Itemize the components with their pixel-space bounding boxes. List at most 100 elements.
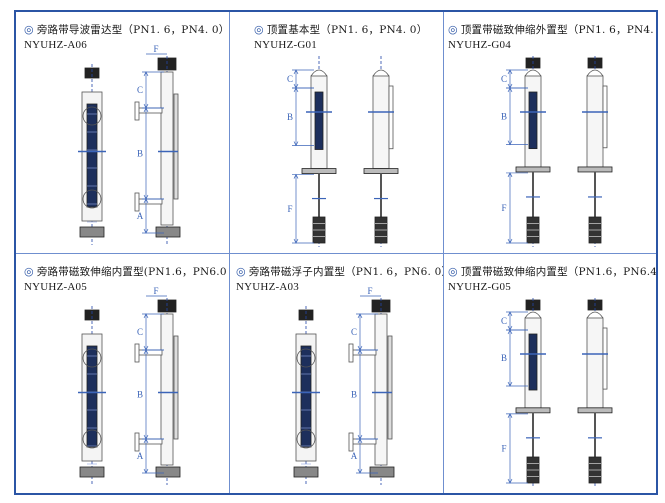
dimension-label-a: A [137, 211, 144, 221]
product-title: 顶置带磁致伸缩内置型（PN1.6，PN6.4） [460, 266, 656, 278]
upper-nozzle-flange [134, 101, 140, 121]
dome-cap [586, 69, 604, 77]
mounting-flange [515, 407, 551, 414]
dimension-arrow [143, 468, 149, 474]
drain-flange [155, 226, 181, 238]
dimension-arrow [507, 87, 513, 93]
dimension-label-c: C [137, 327, 143, 337]
drain-flange [79, 466, 105, 478]
product-model: NYUHZ-G01 [254, 39, 317, 51]
lower-nozzle [137, 198, 163, 205]
upper-flange [82, 348, 102, 368]
dome-cap [524, 69, 542, 77]
indicator-column [314, 91, 324, 150]
chamber [160, 313, 174, 466]
dome-cap [586, 311, 604, 319]
product-drawing: F C B A [78, 286, 181, 485]
product-model: NYUHZ-A03 [236, 281, 299, 293]
dimension-arrow [507, 413, 513, 418]
bullet-icon: ◎ [24, 23, 34, 36]
upper-flange [82, 106, 102, 126]
dimension-label-a: A [351, 451, 358, 461]
dimension-arrow [143, 228, 149, 234]
dimension-arrow [293, 238, 299, 244]
dimension-label-c: C [501, 74, 507, 84]
product-model: NYUHZ-G05 [448, 281, 511, 293]
dimension-label-f: F [153, 44, 158, 54]
transmitter-head [84, 309, 100, 321]
dimension-arrow [293, 69, 299, 75]
dimension-label-a: A [137, 451, 144, 461]
transmitter-head [298, 309, 314, 321]
dimension-arrow [293, 173, 299, 179]
dimension-arrow [507, 140, 513, 146]
dimension-label-b: B [137, 390, 143, 400]
dimension-arrow [507, 329, 513, 335]
side-rail [387, 335, 393, 440]
product-title: 旁路带磁致伸缩内置型(PN1.6，PN6.0 ) [36, 266, 229, 278]
mounting-flange [301, 168, 337, 174]
lower-nozzle-flange [134, 192, 140, 212]
product-title: 顶置带磁致伸缩外置型（PN1. 6，PN4. 0） [460, 24, 656, 36]
lower-flange [82, 189, 102, 209]
chamber [160, 71, 174, 226]
product-title: 顶置基本型（PN1. 6，PN4. 0） [266, 24, 428, 36]
dimension-arrow [293, 87, 299, 93]
bullet-icon: ◎ [448, 23, 458, 36]
side-rail [602, 85, 608, 149]
column-divider [229, 12, 230, 493]
dimension-arrow [507, 69, 513, 75]
dimension-label-b: B [287, 112, 293, 122]
dimension-arrow [143, 313, 149, 319]
upper-nozzle [351, 349, 377, 356]
column-divider [443, 12, 444, 493]
transmitter-head [84, 67, 100, 79]
indicator-column [300, 345, 312, 448]
dimension-label-b: B [351, 390, 357, 400]
dome-cap [372, 69, 390, 77]
product-drawing: CBF [501, 56, 613, 247]
product-model: NYUHZ-A06 [24, 39, 87, 51]
indicator-column [86, 103, 98, 208]
bullet-icon: ◎ [24, 265, 34, 278]
lower-flange [82, 429, 102, 449]
mounting-flange [577, 166, 613, 173]
dimension-label-f: F [153, 286, 158, 296]
dimension-arrow [357, 349, 363, 355]
row-divider [16, 253, 656, 254]
upper-nozzle [137, 107, 163, 114]
product-title: 旁路带磁浮子内置型（PN1. 6，PN6. 0） [248, 266, 443, 278]
dimension-label-c: C [351, 327, 357, 337]
dimension-arrow [293, 141, 299, 147]
lower-flange [296, 429, 316, 449]
product-drawing: CBF [287, 56, 399, 247]
product-title: 旁路带导波雷达型（PN1. 6，PN4. 0） [36, 24, 229, 36]
drain-flange [369, 466, 395, 478]
dimension-arrow [357, 438, 363, 444]
drain-flange [79, 226, 105, 238]
dimension-arrow [357, 468, 363, 474]
dimension-label-f: F [501, 203, 506, 213]
float-chamber [586, 317, 604, 409]
side-rail [173, 93, 179, 200]
product-model: NYUHZ-G04 [448, 39, 511, 51]
drain-flange [155, 466, 181, 478]
indicator-column [86, 345, 98, 448]
dimension-arrow [143, 438, 149, 444]
bullet-icon: ◎ [236, 265, 246, 278]
side-rail [388, 85, 394, 150]
dimension-arrow [143, 71, 149, 77]
dimension-arrow [507, 381, 513, 387]
bullet-icon: ◎ [254, 23, 264, 36]
side-rail [173, 335, 179, 440]
dimension-arrow [143, 198, 149, 204]
dimension-label-c: C [137, 85, 143, 95]
dimension-arrow [507, 238, 513, 244]
product-model: NYUHZ-A05 [24, 281, 87, 293]
dimension-arrow [143, 349, 149, 355]
lower-nozzle-flange [134, 432, 140, 452]
